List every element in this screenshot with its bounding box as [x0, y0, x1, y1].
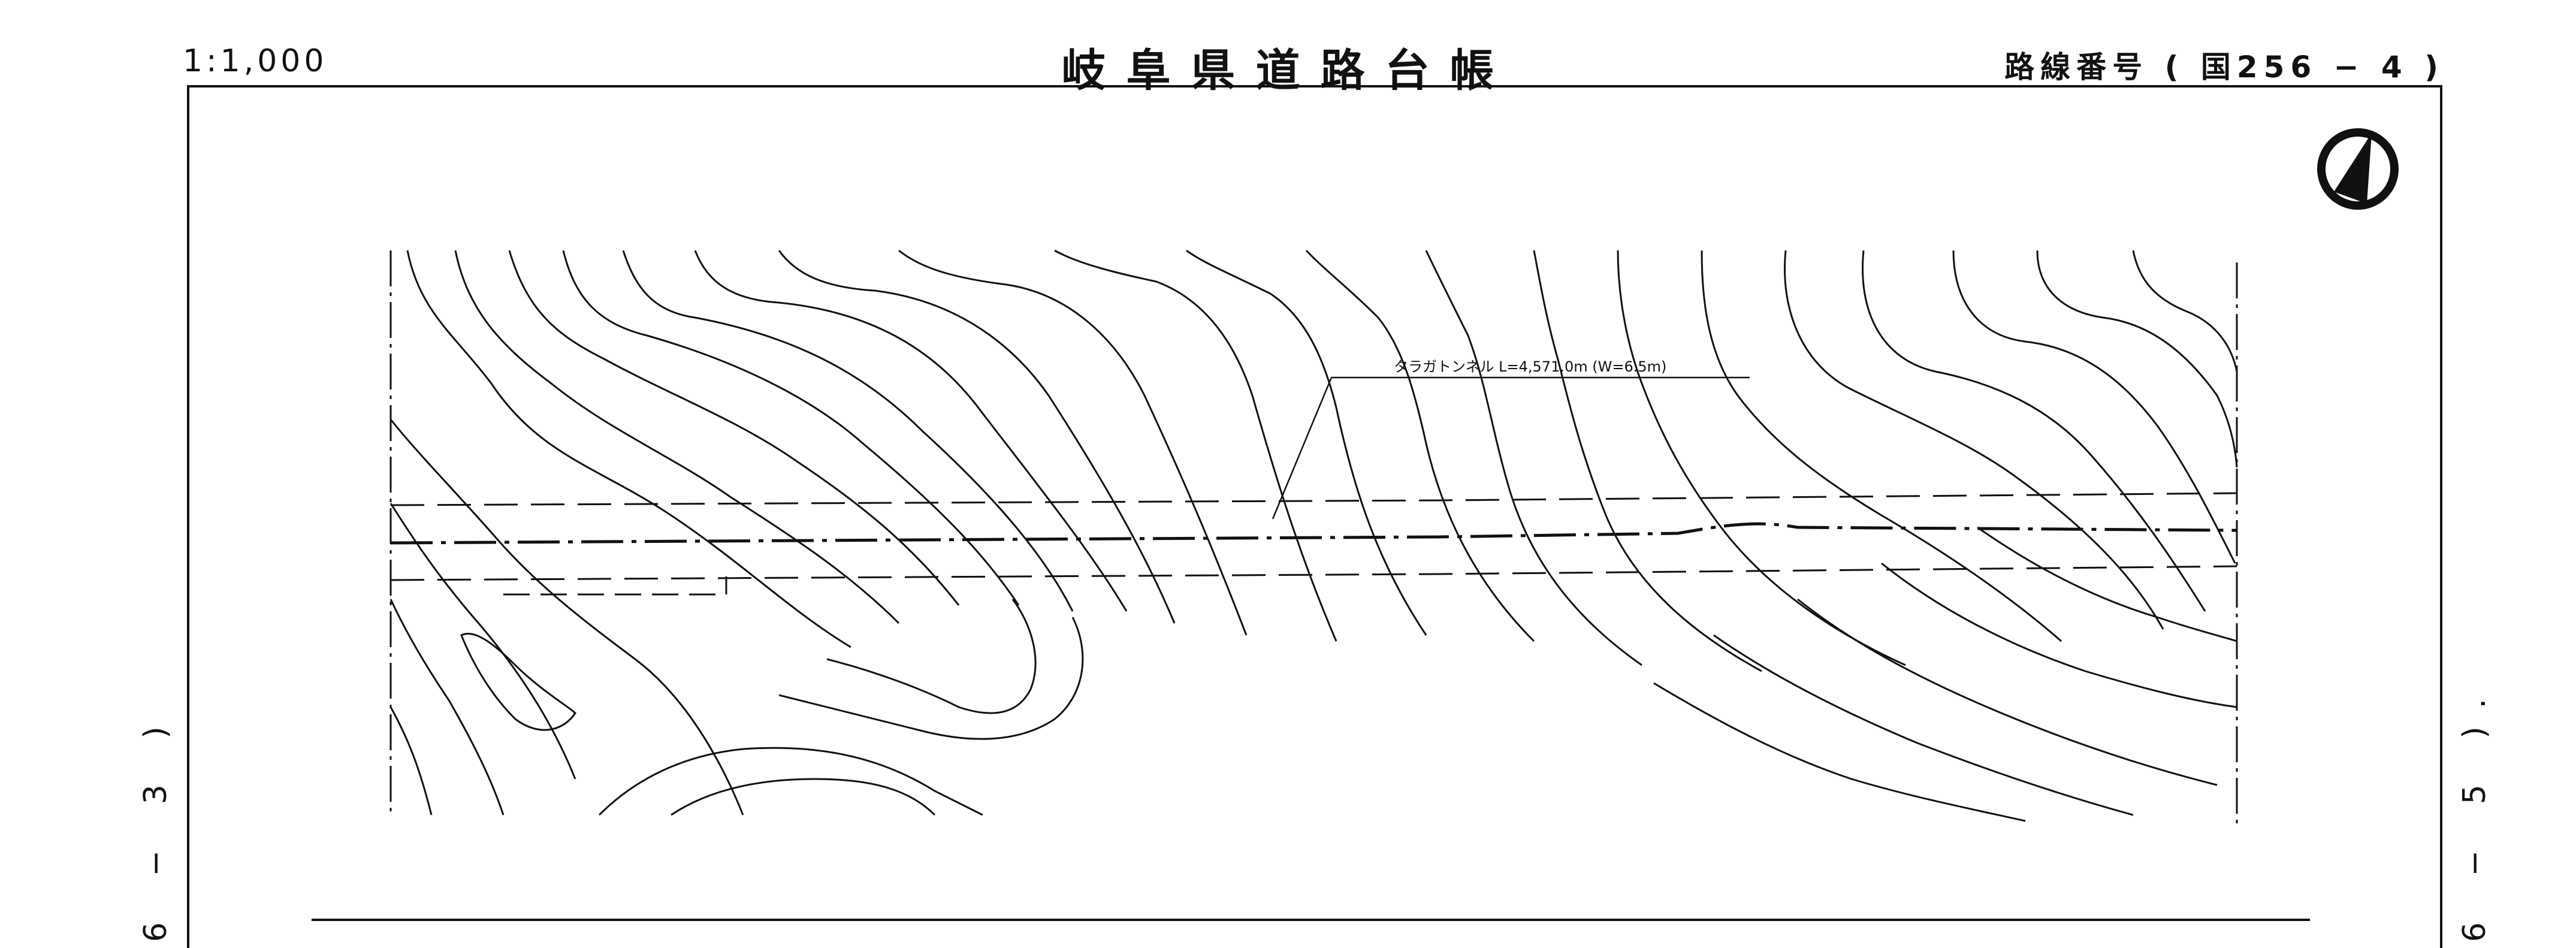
- tunnel-leader: [1272, 376, 1750, 520]
- map-frame: [187, 85, 2442, 948]
- page-title: 岐阜県道路台帳: [1061, 45, 1515, 96]
- road-edge-upper: [390, 492, 2237, 506]
- road-offset-line: [503, 576, 727, 596]
- road-centerline: [390, 522, 2237, 545]
- map-scale: 1:1,000: [183, 43, 328, 79]
- route-number: 路線番号 ( 国256 − 4 ): [2004, 50, 2444, 84]
- tunnel-label: タラガトンネル L=4,571.0m (W=6.5m): [1394, 358, 1666, 375]
- contour-lines: [389, 249, 2238, 822]
- north-arrow-icon: [2317, 128, 2399, 210]
- road-edge-lower: [390, 565, 2237, 581]
- map-extent-lines: [389, 250, 2238, 826]
- road-lines: [390, 492, 2237, 596]
